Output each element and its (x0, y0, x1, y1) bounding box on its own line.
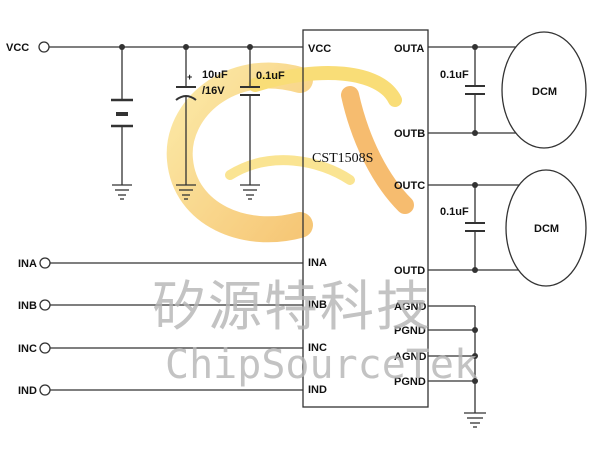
input-ind-label: IND (18, 385, 37, 397)
input-inc-label: INC (18, 343, 37, 355)
pin-agnd2-label: AGND (394, 351, 426, 363)
pin-agnd1-label: AGND (394, 301, 426, 313)
input-inb-label: INB (18, 300, 37, 312)
pin-outa-label: OUTA (394, 43, 424, 55)
input-vcc-label: VCC (6, 42, 29, 54)
motor-a-cap-value: 0.1uF (440, 69, 469, 81)
pin-ind-label: IND (308, 384, 327, 396)
input-inc: INC (18, 342, 303, 355)
ground-pins (428, 305, 486, 428)
pin-inb-label: INB (308, 299, 327, 311)
text-watermark: 矽源特科技 ChipSourceTek (152, 275, 478, 388)
watermark-cn: 矽源特科技 (152, 275, 432, 338)
decoupling-capacitor: 0.1uF (240, 44, 285, 200)
motor-b-cap-value: 0.1uF (440, 206, 469, 218)
pin-vcc-label: VCC (308, 43, 331, 55)
input-inb: INB (18, 299, 303, 312)
motor-b: 0.1uF DCM (428, 169, 587, 287)
motor-a: 0.1uF DCM (428, 31, 587, 149)
pin-pgnd1-label: PGND (394, 325, 426, 337)
pin-outd-label: OUTD (394, 265, 425, 277)
input-vcc: VCC (6, 41, 303, 54)
input-ina-label: INA (18, 258, 37, 270)
electrolytic-voltage: /16V (202, 85, 225, 97)
pin-ina-label: INA (308, 257, 327, 269)
logo-watermark (166, 62, 414, 243)
electrolytic-value: 10uF (202, 69, 228, 81)
pin-pgnd2-label: PGND (394, 376, 426, 388)
chip-name: CST1508S (312, 151, 373, 166)
pin-outb-label: OUTB (394, 128, 425, 140)
battery (111, 44, 133, 200)
watermark-en: ChipSourceTek (165, 342, 478, 388)
decoupling-value: 0.1uF (256, 70, 285, 82)
input-ina: INA (18, 257, 303, 270)
pin-inc-label: INC (308, 342, 327, 354)
ic-body (302, 29, 429, 408)
electrolytic-capacitor: + 10uF /16V (175, 44, 228, 200)
polarity-plus: + (187, 72, 192, 82)
pin-outc-label: OUTC (394, 180, 425, 192)
motor-b-label: DCM (534, 223, 559, 235)
motor-a-label: DCM (532, 86, 557, 98)
input-ind: IND (18, 384, 303, 397)
